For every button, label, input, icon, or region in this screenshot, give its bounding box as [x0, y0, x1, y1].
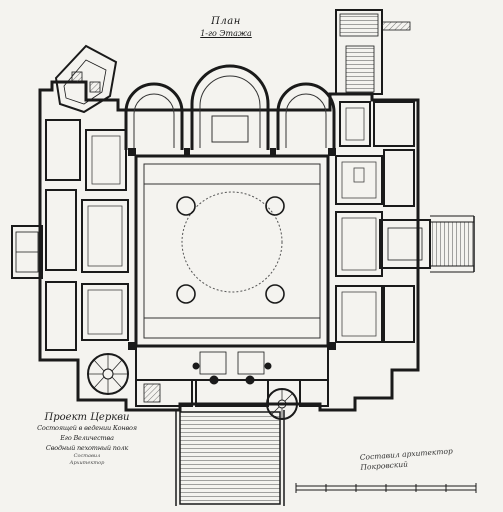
right-rooms-inner	[341, 107, 377, 337]
caption-line4: Сводный пехотный полк	[45, 444, 129, 452]
plan-title-line2: 1-го Этажа	[200, 29, 252, 38]
narthex-details	[143, 362, 272, 403]
nave	[134, 154, 330, 348]
right-stair-tower	[335, 9, 411, 95]
apse-inner	[133, 75, 327, 148]
left-rooms	[45, 119, 129, 351]
caption-line2: Состоящей в ведении Конвоя	[37, 424, 137, 432]
caption-small2: Архитектор	[69, 460, 105, 466]
right-porch	[379, 215, 475, 273]
top-left-vestibule	[54, 44, 118, 114]
project-caption: Проект Церкви Состоящей в ведении Конвоя…	[12, 412, 162, 467]
column-markers	[128, 148, 336, 350]
narthex	[135, 345, 329, 407]
right-rooms	[335, 101, 415, 343]
outer-walls	[38, 80, 420, 412]
apses	[124, 64, 336, 150]
spiral-stair-left	[87, 353, 129, 395]
caption-line1: Проект Церкви	[44, 412, 130, 423]
scale-bar	[295, 483, 477, 493]
main-entrance-stairs	[175, 410, 285, 506]
plan-title-line1: План	[211, 16, 241, 27]
plan-title: План 1-го Этажа	[196, 16, 256, 40]
left-rooms-inner	[87, 135, 123, 335]
left-annex	[11, 225, 43, 279]
caption-line3: Его Величества	[60, 434, 114, 442]
caption-small1: Составил	[73, 453, 101, 459]
